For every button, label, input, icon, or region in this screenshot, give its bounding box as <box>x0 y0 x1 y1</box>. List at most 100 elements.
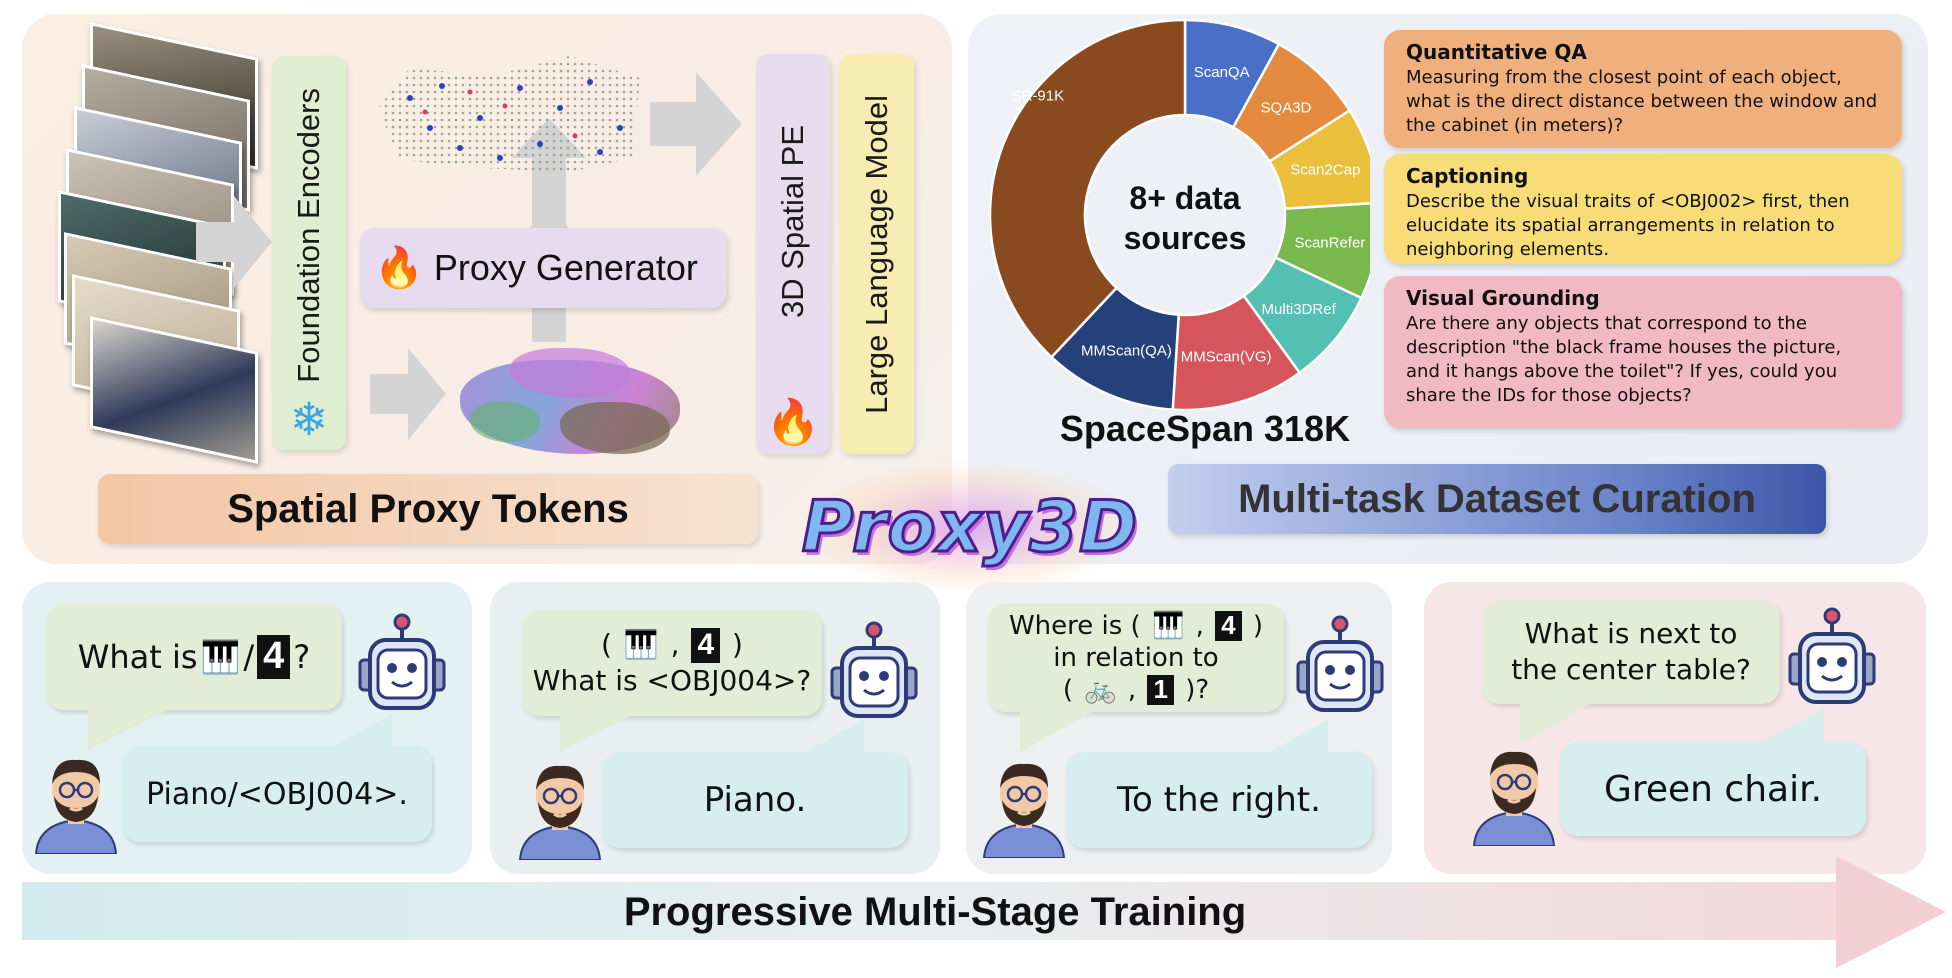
donut-segment-label: SR-91K <box>1012 88 1065 105</box>
donut-segment-label: Multi3DRef <box>1262 301 1337 318</box>
donut-segment-label: SQA3D <box>1261 99 1312 116</box>
object-id-badge: 1 <box>1147 674 1174 705</box>
paren-close: ) <box>732 628 743 661</box>
donut-segment-label: Scan2Cap <box>1290 161 1360 178</box>
donut-segment-sr-91k <box>990 18 1187 359</box>
task-card-title: Visual Grounding <box>1406 286 1600 310</box>
spatial-proxy-title-text: Spatial Proxy Tokens <box>227 486 629 531</box>
proxy3d-logo-text: Proxy3D <box>800 485 1139 570</box>
answer-text: Green chair. <box>1603 768 1823 810</box>
comma: , <box>1195 611 1204 641</box>
bubble-tail <box>1520 704 1590 744</box>
training-progress-arrow <box>22 882 1848 940</box>
dataset-name: SpaceSpan 318K <box>1059 408 1351 449</box>
paren-close: ) <box>1252 611 1264 641</box>
comma: , <box>1127 675 1137 705</box>
question-text: Where is ( <box>1008 611 1141 641</box>
spatial-pe-box: 3D Spatial PE 🔥 <box>756 54 830 454</box>
proxy-generator-label: Proxy Generator <box>433 247 698 288</box>
object-id-badge: 4 <box>691 628 721 663</box>
dataset-curation-title-text: Multi-task Dataset Curation <box>1238 476 1756 521</box>
flame-icon: 🔥 <box>765 398 821 447</box>
stage-3-question: Where is ( 🎹 , 4 ) in relation to ( 🚲 , … <box>988 604 1284 712</box>
stage-2-answer: Piano. <box>602 752 908 848</box>
question-text: What is <OBJ004>? <box>532 664 812 697</box>
person-avatar <box>30 750 122 859</box>
training-arrow-head <box>1836 856 1946 968</box>
stage-1-question: What is 🎹 / 4 ? <box>46 604 342 710</box>
question-text: What is <box>77 638 198 676</box>
bubble-tail <box>802 720 864 754</box>
foundation-encoders-box: Foundation Encoders ❄ <box>272 56 346 450</box>
donut-segment-label: ScanRefer <box>1294 235 1365 252</box>
person-avatar <box>1468 742 1560 851</box>
llm-box: Large Language Model <box>840 54 914 454</box>
answer-text: To the right. <box>1117 780 1321 820</box>
segmented-scene-mesh <box>450 342 690 462</box>
bubble-tail <box>330 714 392 748</box>
task-card-title: Captioning <box>1406 164 1529 188</box>
spatial-pe-label: 3D Spatial PE <box>775 124 810 318</box>
stage-4-answer: Green chair. <box>1560 742 1866 836</box>
proxy-generator-box: 🔥 Proxy Generator <box>360 228 726 308</box>
task-card-title: Quantitative QA <box>1406 40 1587 64</box>
arrow-encoder-to-pointcloud <box>370 348 446 440</box>
bubble-tail <box>1266 720 1328 754</box>
data-source-donut-chart: ScanQA SQA3D Scan2CapScanReferMulti3DRefMM… <box>990 18 1370 410</box>
piano-icon: 🎹 <box>623 628 659 661</box>
bubble-tail <box>560 716 630 752</box>
donut-center-line1: 8+ data <box>1129 180 1240 216</box>
paren-open: ( <box>1062 675 1074 705</box>
bubble-tail <box>88 710 168 750</box>
task-card-quantitative-qa: Quantitative QA Measuring from the close… <box>1384 30 1902 148</box>
task-card-visual-grounding: Visual Grounding Are there any objects t… <box>1384 276 1902 428</box>
question-mark: ? <box>293 638 311 676</box>
piano-icon: 🎹 <box>200 638 241 676</box>
question-text: the center table? <box>1511 653 1751 686</box>
arrow-frames-to-encoder <box>196 196 272 288</box>
donut-segment-label: MMScan(VG) <box>1181 349 1272 366</box>
llm-label: Large Language Model <box>859 94 894 414</box>
donut-segment-label: ScanQA <box>1194 64 1250 81</box>
answer-text: Piano/<OBJ004>. <box>146 776 408 812</box>
proxy3d-logo: Proxy3D <box>770 452 1170 602</box>
task-card-captioning: Captioning Describe the visual traits of… <box>1384 154 1902 264</box>
stage-1-answer: Piano/<OBJ004>. <box>122 746 432 842</box>
bubble-tail <box>1020 712 1092 752</box>
dataset-curation-title: Multi-task Dataset Curation <box>1168 464 1826 534</box>
stage-3-answer: To the right. <box>1066 752 1372 848</box>
bubble-tail <box>1762 708 1824 742</box>
bicycle-icon: 🚲 <box>1084 675 1117 705</box>
comma: , <box>670 628 680 661</box>
robot-icon <box>1786 606 1878 721</box>
snowflake-icon: ❄ <box>289 393 329 445</box>
question-text: What is next to <box>1524 617 1738 650</box>
robot-icon <box>1294 614 1386 729</box>
question-separator: / <box>243 638 255 676</box>
task-card-body: Describe the visual traits of <OBJ002> f… <box>1406 191 1850 260</box>
task-card-body: Are there any objects that correspond to… <box>1406 313 1842 406</box>
donut-segment-label: MMScan(QA) <box>1081 342 1172 359</box>
paren-open: ( <box>601 628 612 661</box>
training-title: Progressive Multi-Stage Training <box>623 890 1247 934</box>
person-avatar <box>978 754 1070 863</box>
object-id-badge: 4 <box>1215 610 1242 641</box>
object-id-badge: 4 <box>257 635 291 679</box>
stage-2-question: ( 🎹 , 4 ) What is <OBJ004>? <box>522 610 822 716</box>
robot-icon <box>356 612 448 727</box>
answer-text: Piano. <box>703 780 807 820</box>
question-text: in relation to <box>1053 643 1219 673</box>
spatial-proxy-title: Spatial Proxy Tokens <box>98 474 758 544</box>
person-avatar <box>514 756 606 865</box>
paren-close: )? <box>1185 675 1210 705</box>
donut-center-line2: sources <box>1124 220 1247 256</box>
stage-4-question: What is next to the center table? <box>1482 600 1780 704</box>
task-card-body: Measuring from the closest point of each… <box>1406 67 1878 136</box>
donut-segment-scan2cap <box>1267 108 1370 211</box>
proxy-point-cloud <box>370 48 650 178</box>
arrow-features-to-pe <box>650 72 742 176</box>
piano-icon: 🎹 <box>1151 611 1185 641</box>
robot-icon <box>828 620 920 735</box>
flame-icon: 🔥 <box>374 246 424 290</box>
foundation-encoders-label: Foundation Encoders <box>291 87 326 383</box>
